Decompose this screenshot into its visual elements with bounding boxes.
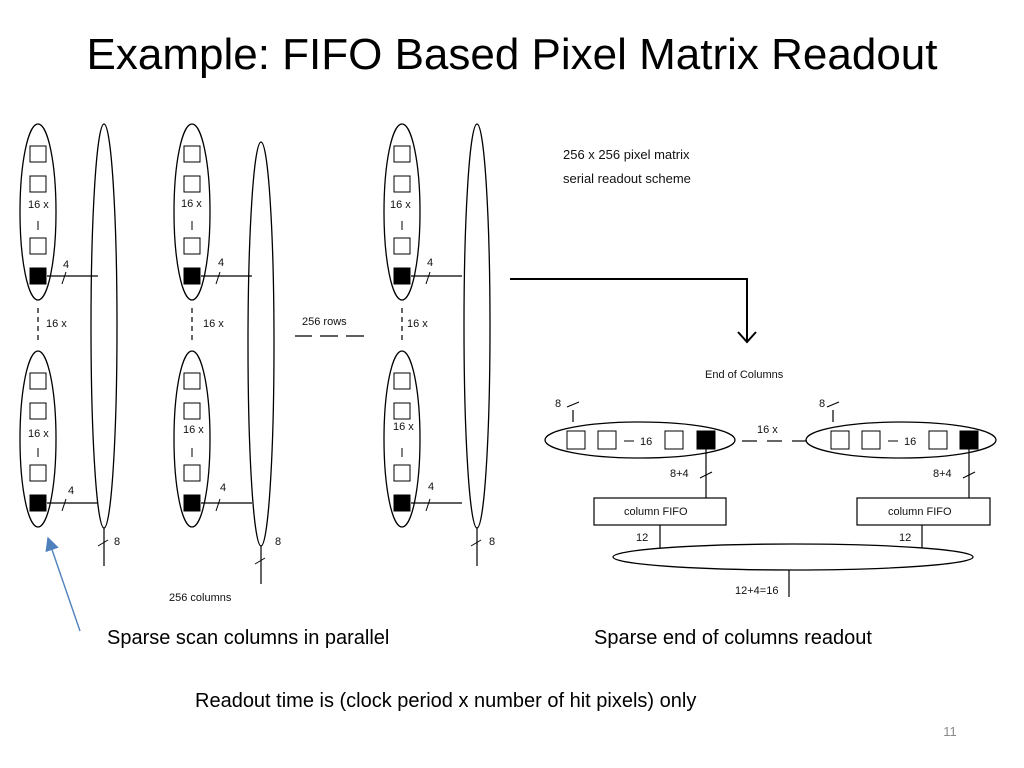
output-width-label: 12+4=16 xyxy=(735,585,778,597)
rows-label: 256 rows xyxy=(302,316,347,328)
column-fifo-label: column FIFO xyxy=(624,506,688,518)
fifo-output-width-label: 12 xyxy=(636,532,648,544)
group-repeat-label: 16 x xyxy=(407,318,428,330)
bus-width-group-label: 4 xyxy=(428,481,434,493)
caption-bottom: Readout time is (clock period x number o… xyxy=(195,690,697,712)
column-2 xyxy=(173,123,275,585)
pixel-count-label: 16 xyxy=(904,436,916,448)
bus-width-group-label: 4 xyxy=(68,485,74,497)
eoc-left xyxy=(544,401,736,548)
bus-width-column-label: 8 xyxy=(114,536,120,548)
pixel-count-label: 16 x xyxy=(181,198,202,210)
page-number: 11 xyxy=(943,724,957,739)
caption-left: Sparse scan columns in parallel xyxy=(107,627,390,649)
bus-width-column-label: 8 xyxy=(489,536,495,548)
fifo-input-width-label: 8+4 xyxy=(670,468,689,480)
column-fifo-label: column FIFO xyxy=(888,506,952,518)
pixel-count-label: 16 x xyxy=(390,199,411,211)
column-1 xyxy=(19,123,118,567)
bus-width-group-label: 4 xyxy=(63,259,69,271)
slide-title: Example: FIFO Based Pixel Matrix Readout xyxy=(86,30,938,79)
column-3 xyxy=(383,123,491,567)
repeat-label: 16 x xyxy=(757,424,778,436)
bus-width-group-label: 4 xyxy=(218,257,224,269)
fifo-input-width-label: 8+4 xyxy=(933,468,952,480)
matrix-description-line2: serial readout scheme xyxy=(563,171,691,186)
group-repeat-label: 16 x xyxy=(46,318,67,330)
matrix-description-line1: 256 x 256 pixel matrix xyxy=(563,147,690,162)
bus-width-group-label: 4 xyxy=(220,482,226,494)
connection-arrow xyxy=(510,278,757,344)
pixel-count-label: 16 x xyxy=(28,428,49,440)
fifo-output-width-label: 12 xyxy=(899,532,911,544)
pixel-count-label: 16 x xyxy=(28,199,49,211)
pixel-count-label: 16 x xyxy=(183,424,204,436)
pixel-count-label: 16 x xyxy=(393,421,414,433)
pointer-arrow xyxy=(45,536,81,632)
bus-width-group-label: 4 xyxy=(427,257,433,269)
input-width-label: 8 xyxy=(555,398,561,410)
group-repeat-label: 16 x xyxy=(203,318,224,330)
input-width-label: 8 xyxy=(819,398,825,410)
output-bus xyxy=(612,543,974,571)
eoc-title: End of Columns xyxy=(705,369,784,381)
eoc-right xyxy=(805,401,997,548)
pixel-count-label: 16 xyxy=(640,436,652,448)
columns-label: 256 columns xyxy=(169,592,232,604)
bus-width-column-label: 8 xyxy=(275,536,281,548)
caption-right: Sparse end of columns readout xyxy=(594,627,872,649)
